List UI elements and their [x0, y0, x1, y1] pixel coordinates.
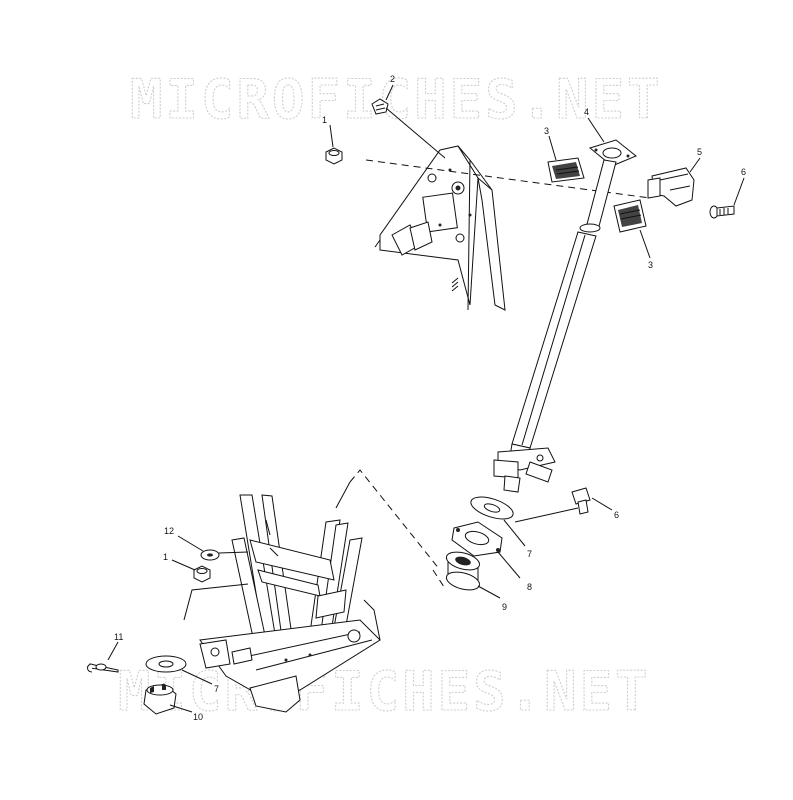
- upper-frame-bracket: [374, 145, 506, 311]
- callout-2: 2: [390, 74, 395, 84]
- steering-column-shaft: [493, 159, 617, 493]
- callout-8: 8: [527, 582, 532, 592]
- lower-frame-assembly: [199, 494, 381, 713]
- bearing-plate-part-8: [451, 521, 503, 557]
- washer-part-12: [200, 549, 220, 561]
- screw-part-6-upper: [709, 205, 735, 219]
- callout-4: 4: [584, 107, 589, 117]
- callout-6-upper: 6: [741, 167, 746, 177]
- callout-7-upper: 7: [527, 549, 532, 559]
- watermark-bottom: MICROFICHES.NET: [118, 660, 651, 723]
- alignment-line-lower: [349, 469, 441, 571]
- washer-part-7-upper: [470, 496, 514, 520]
- callout-11: 11: [114, 632, 123, 642]
- callout-1-upper: 1: [322, 115, 327, 125]
- cotter-pin-part-11: [87, 663, 119, 673]
- bushing-part-3-lower: [613, 199, 647, 233]
- washer-part-7-lower: [145, 655, 187, 673]
- nut-part-1-lower: [193, 565, 211, 583]
- callout-9: 9: [502, 602, 507, 612]
- callout-5: 5: [697, 147, 702, 157]
- clamp-part-5: [647, 167, 695, 207]
- castle-nut-part-10: [143, 683, 177, 715]
- callout-1-lower: 1: [163, 552, 168, 562]
- alignment-line-lower-2: [432, 569, 447, 591]
- bolt-part-2: [371, 98, 389, 115]
- nut-part-1-upper: [325, 147, 343, 165]
- callout-6-lower: 6: [614, 510, 619, 520]
- bushing-part-3-upper: [547, 157, 585, 183]
- callout-3-lower: 3: [648, 260, 653, 270]
- callout-12: 12: [164, 526, 174, 536]
- screw-part-6-lower: [571, 487, 591, 515]
- callout-10: 10: [193, 712, 203, 722]
- callout-3-upper: 3: [544, 126, 549, 136]
- watermark-top: MICROFICHES.NET: [130, 68, 663, 131]
- bearing-part-9: [445, 551, 481, 591]
- callout-7-lower: 7: [214, 684, 219, 694]
